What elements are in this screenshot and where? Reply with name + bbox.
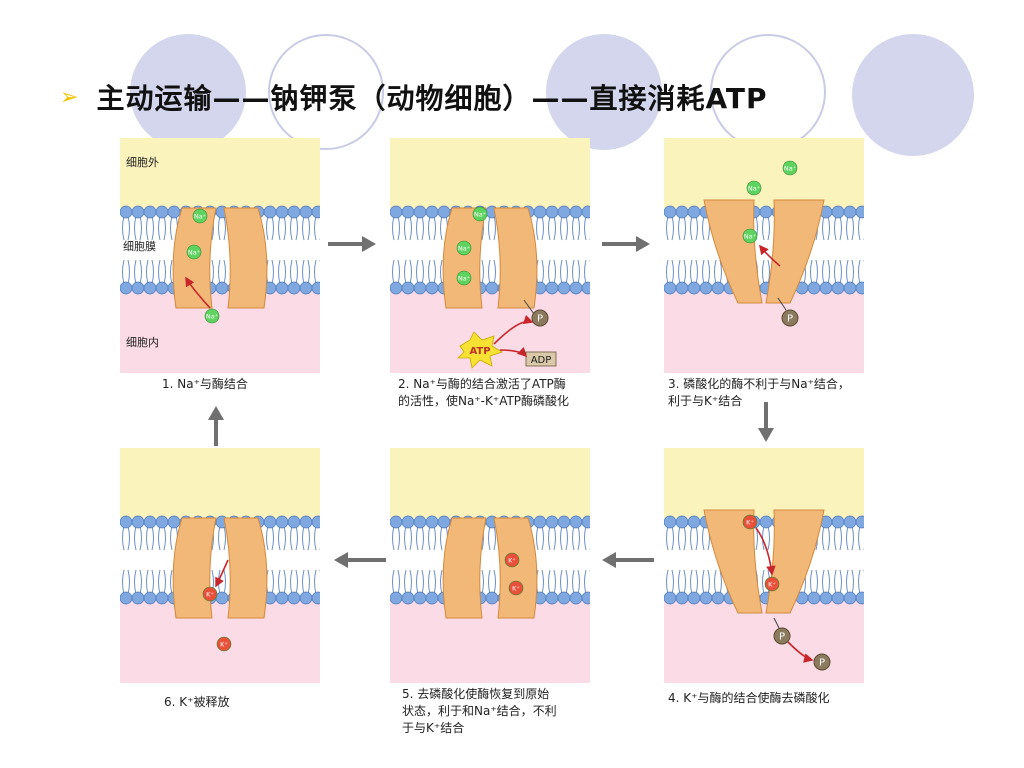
potassium-ion-1: K⁺ [742,514,758,530]
bullet-arrow-icon: ➢ [60,84,79,110]
potassium-entry-arrow [755,527,776,576]
arrow-3-to-4 [758,402,774,442]
panel-step-3: Na⁺ Na⁺ Na⁺ P [664,138,864,373]
potassium-ion-2-label: K⁺ [768,581,776,589]
phosphate-bound-label: P [779,632,785,643]
sodium-ion-2: Na⁺ [746,180,762,196]
panel-step-1: Na⁺ Na⁺ Na⁺ [120,138,320,373]
potassium-ion-2: K⁺ [216,636,232,652]
membrane-illustration: K⁺ K⁺ [120,448,320,683]
intracellular-region [120,288,320,373]
potassium-ion-2-label: K⁺ [512,585,520,593]
pump-protein [442,517,538,619]
arrow-4-to-5 [602,552,654,568]
sodium-ion-3-label: Na⁺ [744,233,756,241]
caption-step-3: 3. 磷酸化的酶不利于与Na⁺结合， 利于与K⁺结合 [668,377,850,408]
membrane-illustration: Na⁺ Na⁺ Na⁺ P ATP ADP [390,138,590,373]
sodium-ion-2-label: Na⁺ [188,249,200,257]
potassium-ion-2: K⁺ [508,580,524,596]
phosphate-released-label: P [819,658,825,669]
deco-circle-3 [546,34,662,150]
potassium-release-arrow [215,559,229,588]
adp-release-arrow [499,346,528,358]
potassium-ion-1: K⁺ [504,552,520,568]
label-outside: 细胞外 [126,156,159,169]
caption-step-1: 1. Na⁺与酶结合 [162,377,248,391]
sodium-ion-2-label: Na⁺ [748,185,760,193]
phosphate-group-label: P [537,314,543,325]
arrow-1-to-2 [328,236,376,252]
caption-step-5: 5. 去磷酸化使酶恢复到原始 状态，利于和Na⁺结合，不利 于与K⁺结合 [402,687,557,735]
arrow-6-to-1 [208,406,224,446]
sodium-ion-1: Na⁺ [472,206,488,222]
membrane-illustration: Na⁺ Na⁺ Na⁺ [120,138,320,373]
potassium-ion-1-label: K⁺ [746,519,754,527]
arrow-2-to-3 [602,236,650,252]
caption-step-4: 4. K⁺与酶的结合使酶去磷酸化 [668,691,830,705]
intracellular-region [390,598,590,683]
potassium-ion-1-label: K⁺ [206,591,214,599]
adp-box: ADP [525,351,557,367]
deco-circle-2 [268,34,384,150]
panel-step-4: K⁺ K⁺ P P [664,448,864,683]
membrane-illustration: K⁺ K⁺ [390,448,590,683]
arrow-5-to-6 [334,552,386,568]
panel-step-6: K⁺ K⁺ [120,448,320,683]
deco-circle-5 [852,34,974,156]
phosphate-group: P [531,309,549,327]
sodium-ion-1-label: Na⁺ [474,211,486,219]
sodium-ion-3: Na⁺ [456,270,472,286]
phosphate-released: P [813,653,831,671]
sodium-ion-1: Na⁺ [192,208,208,224]
pump-protein [703,199,825,304]
phosphate-group: P [781,309,799,327]
sodium-ion-2: Na⁺ [456,240,472,256]
extracellular-region [390,138,590,208]
title-row: ➢ 主动运输——钠钾泵（动物细胞）——直接消耗ATP [60,74,768,120]
membrane-illustration: Na⁺ Na⁺ Na⁺ P [664,138,864,373]
slide-title: 主动运输——钠钾泵（动物细胞）——直接消耗ATP [96,82,768,115]
sodium-ion-1-label: Na⁺ [194,213,206,221]
sodium-ion-1: Na⁺ [782,160,798,176]
potassium-ion-1-label: K⁺ [508,557,516,565]
pump-protein [442,207,538,309]
phosphate-group-label: P [787,314,793,325]
potassium-ion-1: K⁺ [202,586,218,602]
extracellular-region [390,448,590,518]
sodium-ion-2-label: Na⁺ [458,245,470,253]
sodium-ion-1-label: Na⁺ [784,165,796,173]
deco-circle-1 [130,34,246,150]
intracellular-region [664,288,864,373]
atp-burst: ATP [457,331,503,369]
pump-protein [703,509,825,614]
panel-step-2: Na⁺ Na⁺ Na⁺ P ATP ADP [390,138,590,373]
extracellular-region [120,448,320,518]
caption-step-2: 2. Na⁺与酶的结合激活了ATP酶 的活性，使Na⁺-K⁺ATP酶磷酸化 [398,377,570,408]
intracellular-region [664,598,864,683]
binding-arrow [185,276,211,309]
extracellular-region [664,448,864,518]
potassium-ion-2-label: K⁺ [220,641,228,649]
label-inside: 细胞内 [126,336,159,349]
caption-step-6: 6. K⁺被释放 [164,695,230,709]
panel-step-5: K⁺ K⁺ [390,448,590,683]
extracellular-region [120,138,320,208]
membrane-illustration: K⁺ K⁺ P P [664,448,864,683]
sodium-ion-3: Na⁺ [742,228,758,244]
label-membrane: 细胞膜 [123,240,156,253]
phosphorylation-arrow [493,314,534,345]
adp-label: ADP [531,355,552,366]
dephosphorylation-arrow [787,641,814,663]
extracellular-region [664,138,864,208]
sodium-ion-2: Na⁺ [186,244,202,260]
sodium-ion-3-label: Na⁺ [206,313,218,321]
sodium-ion-3: Na⁺ [204,308,220,324]
release-arrow [759,244,781,267]
potassium-ion-2: K⁺ [764,576,780,592]
pump-protein [172,517,268,619]
atp-label: ATP [469,346,490,357]
sodium-ion-3-label: Na⁺ [458,275,470,283]
phosphate-bound: P [773,627,791,645]
